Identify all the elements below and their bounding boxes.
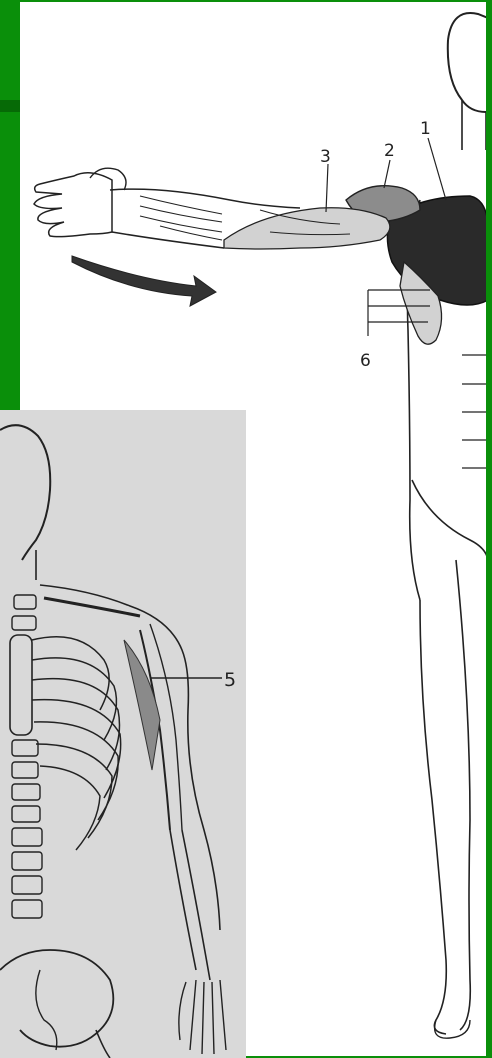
sternum xyxy=(10,635,32,735)
skeleton-inset-panel: 5 xyxy=(0,410,246,1058)
label-6: 6 xyxy=(360,351,371,371)
femur-head xyxy=(96,1030,110,1058)
label-2: 2 xyxy=(384,141,395,161)
frame-accent-strip xyxy=(0,100,22,112)
figure-outer-leg-outline xyxy=(420,600,446,1034)
hand-bones xyxy=(179,980,226,1054)
muscle-5-serratus xyxy=(124,640,160,770)
torso-detail-lines xyxy=(462,355,488,468)
figure-inner-leg-outline xyxy=(456,560,470,1030)
clavicle xyxy=(44,598,140,616)
label-5: 5 xyxy=(224,669,236,691)
skeleton-illustration: 5 xyxy=(0,410,246,1058)
figure-head-outline xyxy=(448,13,488,112)
label-1: 1 xyxy=(420,119,431,139)
skeleton-head-outline xyxy=(0,425,50,560)
spine-vertebrae xyxy=(12,595,42,918)
frame-right-edge xyxy=(486,0,492,1058)
muscle-3-light xyxy=(224,208,390,249)
rib-cage xyxy=(32,637,121,850)
figure-hip-outline xyxy=(412,480,488,560)
label-3: 3 xyxy=(320,147,331,167)
rotation-arrow-icon xyxy=(72,256,216,306)
thumb-outline xyxy=(90,168,126,190)
figure-neck-outline xyxy=(462,100,486,150)
forearm-bones xyxy=(170,830,210,980)
hand-outline xyxy=(34,173,112,237)
